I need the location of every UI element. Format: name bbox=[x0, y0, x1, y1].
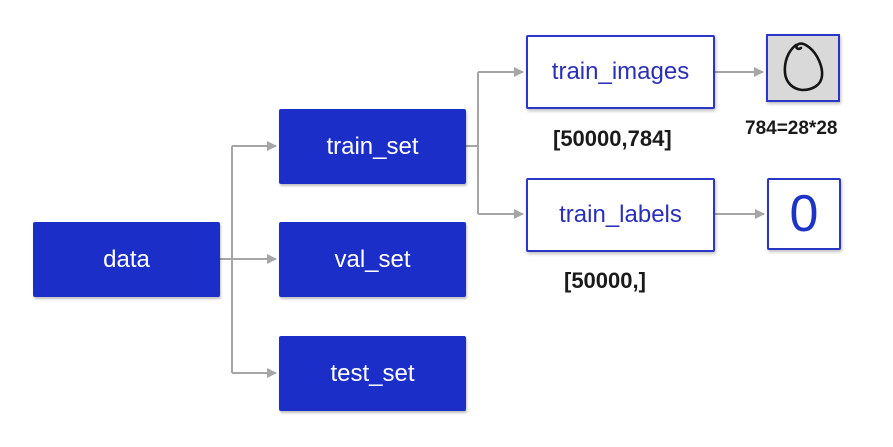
train-images-shape-label: [50000,784] bbox=[553, 126, 672, 151]
node-label-value: 0 bbox=[767, 178, 841, 250]
image-size-label: 784=28*28 bbox=[745, 118, 838, 139]
node-train-images: train_images bbox=[526, 35, 715, 109]
node-data: data bbox=[33, 222, 220, 297]
train-labels-shape-label: [50000,] bbox=[564, 268, 646, 293]
digit-image-thumbnail bbox=[766, 34, 840, 102]
node-train-set: train_set bbox=[279, 109, 466, 184]
node-val-set: val_set bbox=[279, 222, 466, 297]
node-test-set: test_set bbox=[279, 336, 466, 411]
node-train-labels: train_labels bbox=[526, 178, 715, 252]
handwritten-digit-zero-icon bbox=[783, 42, 824, 92]
